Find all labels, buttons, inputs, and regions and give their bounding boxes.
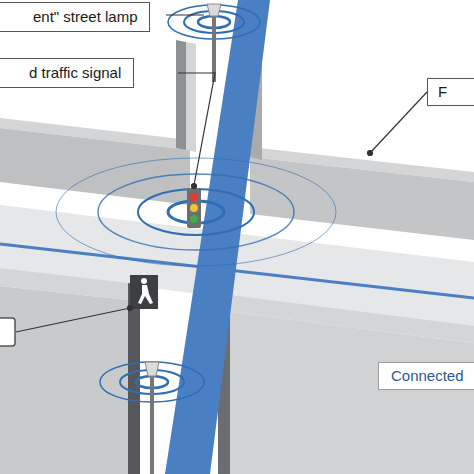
green-light — [190, 215, 198, 223]
wall-side — [176, 40, 186, 150]
traffic-signal — [187, 188, 201, 228]
wall-top — [186, 42, 196, 152]
wall-face — [0, 286, 128, 474]
pedestrian-icon — [138, 278, 153, 304]
yellow-light — [190, 204, 198, 212]
lamp-pole — [150, 372, 154, 474]
lamp-head — [207, 4, 221, 16]
red-light — [190, 193, 198, 201]
callout-text: ent" street lamp — [33, 8, 139, 26]
lamp-pole — [212, 12, 216, 82]
callout-text: F — [438, 83, 449, 101]
callout-box: F — [427, 78, 474, 106]
blue-lane — [0, 244, 474, 298]
callout-box — [0, 318, 15, 346]
blue-road — [165, 0, 270, 474]
callout-box: d traffic signal — [0, 58, 134, 88]
callout-text: Connected — [391, 367, 465, 385]
lamp-head — [145, 362, 159, 376]
caption-box: Connected — [378, 362, 474, 390]
callout-box: ent" street lamp — [0, 2, 150, 32]
pedestrian-panel — [130, 275, 158, 309]
wall-face — [230, 312, 474, 474]
callout-text: d traffic signal — [29, 64, 123, 82]
